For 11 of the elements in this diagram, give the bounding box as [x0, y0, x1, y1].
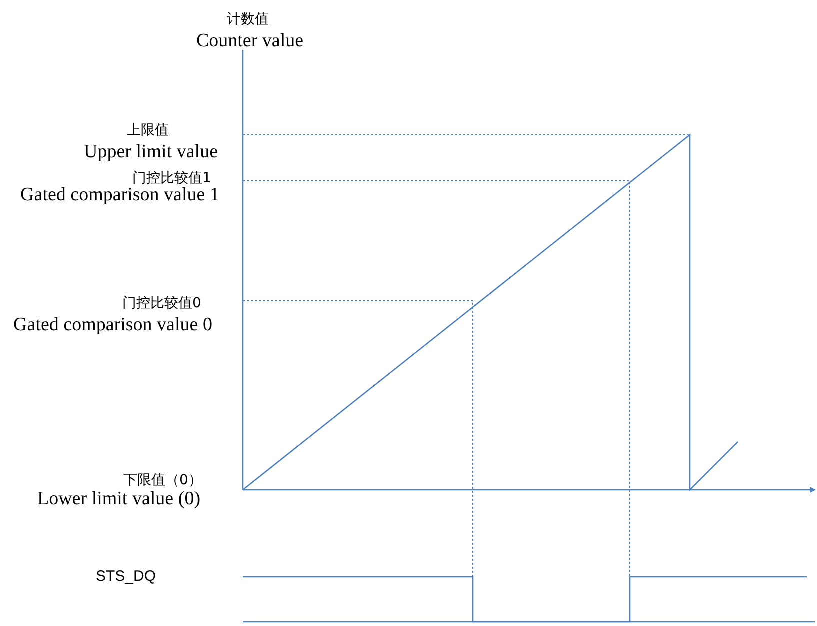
level-label: Lower limit value (0)	[37, 490, 201, 510]
level-label: 门控比较值1	[132, 171, 212, 187]
level-label: 上限值	[127, 123, 169, 139]
level-label: Upper limit value	[84, 142, 218, 164]
axis-title: 计数值	[227, 12, 269, 28]
level-label: 门控比较值0	[122, 296, 202, 312]
level-label: Gated comparison value 0	[14, 316, 212, 336]
signal-name: STS_DQ	[96, 568, 156, 586]
level-label: 下限值（0）	[124, 473, 202, 489]
axis-title: Counter value	[196, 32, 304, 52]
level-label: Gated comparison value 1	[20, 186, 220, 206]
